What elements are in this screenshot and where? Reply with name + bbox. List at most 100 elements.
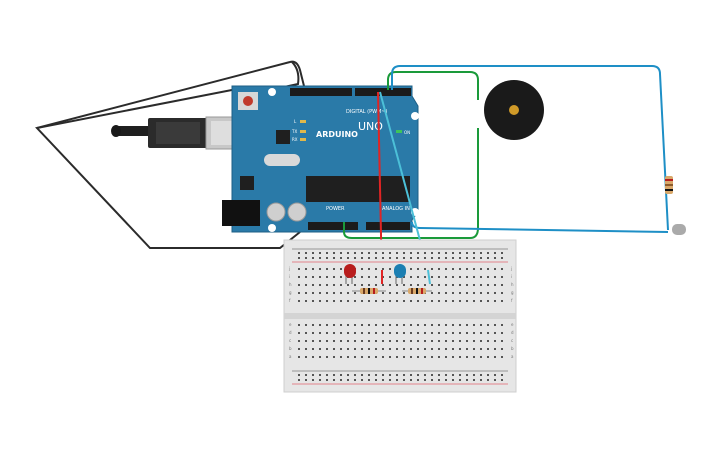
breadboard-hole[interactable] — [368, 348, 370, 350]
breadboard-hole[interactable] — [347, 332, 349, 334]
breadboard-hole[interactable] — [487, 300, 489, 302]
breadboard-hole[interactable] — [298, 268, 300, 270]
breadboard-hole[interactable] — [487, 252, 489, 254]
breadboard-hole[interactable] — [438, 332, 440, 334]
breadboard-hole[interactable] — [333, 379, 335, 381]
breadboard-hole[interactable] — [326, 292, 328, 294]
breadboard-hole[interactable] — [501, 356, 503, 358]
breadboard-hole[interactable] — [326, 374, 328, 376]
breadboard-hole[interactable] — [389, 257, 391, 259]
breadboard-hole[interactable] — [445, 348, 447, 350]
breadboard-hole[interactable] — [305, 300, 307, 302]
breadboard-hole[interactable] — [298, 252, 300, 254]
breadboard-hole[interactable] — [326, 276, 328, 278]
breadboard-hole[interactable] — [431, 379, 433, 381]
resistor-right[interactable] — [665, 176, 673, 194]
breadboard-hole[interactable] — [417, 276, 419, 278]
breadboard-hole[interactable] — [424, 356, 426, 358]
breadboard-hole[interactable] — [368, 324, 370, 326]
breadboard-hole[interactable] — [445, 284, 447, 286]
breadboard-hole[interactable] — [431, 268, 433, 270]
breadboard-hole[interactable] — [312, 300, 314, 302]
breadboard-hole[interactable] — [347, 348, 349, 350]
piezo-buzzer[interactable] — [484, 80, 544, 140]
breadboard-hole[interactable] — [431, 348, 433, 350]
breadboard-hole[interactable] — [466, 332, 468, 334]
wire-blue-bottom[interactable] — [411, 221, 669, 233]
breadboard-hole[interactable] — [487, 324, 489, 326]
breadboard-hole[interactable] — [368, 257, 370, 259]
breadboard-hole[interactable] — [312, 268, 314, 270]
breadboard-hole[interactable] — [354, 324, 356, 326]
breadboard-hole[interactable] — [452, 356, 454, 358]
breadboard-hole[interactable] — [487, 292, 489, 294]
breadboard-hole[interactable] — [305, 356, 307, 358]
breadboard-hole[interactable] — [382, 252, 384, 254]
breadboard-hole[interactable] — [466, 348, 468, 350]
breadboard-hole[interactable] — [389, 276, 391, 278]
wire-blue-right[interactable] — [391, 65, 669, 231]
breadboard-hole[interactable] — [494, 379, 496, 381]
breadboard-hole[interactable] — [347, 257, 349, 259]
breadboard-hole[interactable] — [326, 379, 328, 381]
breadboard-hole[interactable] — [480, 292, 482, 294]
breadboard-hole[interactable] — [403, 324, 405, 326]
breadboard-hole[interactable] — [452, 276, 454, 278]
breadboard-hole[interactable] — [319, 252, 321, 254]
breadboard-hole[interactable] — [487, 332, 489, 334]
breadboard-hole[interactable] — [382, 332, 384, 334]
breadboard-hole[interactable] — [466, 356, 468, 358]
breadboard-hole[interactable] — [452, 252, 454, 254]
breadboard-hole[interactable] — [501, 374, 503, 376]
breadboard-hole[interactable] — [452, 257, 454, 259]
breadboard-hole[interactable] — [382, 284, 384, 286]
breadboard-hole[interactable] — [382, 300, 384, 302]
breadboard-hole[interactable] — [466, 292, 468, 294]
breadboard-hole[interactable] — [417, 268, 419, 270]
breadboard-hole[interactable] — [459, 252, 461, 254]
breadboard-hole[interactable] — [382, 379, 384, 381]
breadboard-hole[interactable] — [375, 332, 377, 334]
breadboard-hole[interactable] — [326, 257, 328, 259]
breadboard-hole[interactable] — [382, 324, 384, 326]
breadboard-hole[interactable] — [312, 257, 314, 259]
breadboard-hole[interactable] — [445, 276, 447, 278]
breadboard-hole[interactable] — [438, 284, 440, 286]
breadboard-hole[interactable] — [417, 379, 419, 381]
breadboard-hole[interactable] — [333, 300, 335, 302]
breadboard-hole[interactable] — [340, 374, 342, 376]
breadboard-hole[interactable] — [368, 300, 370, 302]
breadboard-hole[interactable] — [354, 374, 356, 376]
breadboard-hole[interactable] — [340, 332, 342, 334]
breadboard-hole[interactable] — [494, 332, 496, 334]
breadboard-hole[interactable] — [473, 292, 475, 294]
breadboard-hole[interactable] — [361, 300, 363, 302]
breadboard-hole[interactable] — [424, 268, 426, 270]
breadboard-hole[interactable] — [305, 374, 307, 376]
breadboard-hole[interactable] — [396, 284, 398, 286]
breadboard-hole[interactable] — [375, 374, 377, 376]
breadboard-hole[interactable] — [403, 356, 405, 358]
breadboard-hole[interactable] — [305, 257, 307, 259]
breadboard-hole[interactable] — [298, 324, 300, 326]
breadboard-hole[interactable] — [424, 374, 426, 376]
breadboard-hole[interactable] — [438, 300, 440, 302]
breadboard-hole[interactable] — [480, 276, 482, 278]
breadboard-hole[interactable] — [312, 356, 314, 358]
breadboard-hole[interactable] — [396, 356, 398, 358]
breadboard-hole[interactable] — [368, 340, 370, 342]
breadboard-hole[interactable] — [431, 276, 433, 278]
breadboard-hole[interactable] — [326, 324, 328, 326]
breadboard-hole[interactable] — [473, 276, 475, 278]
breadboard-hole[interactable] — [473, 340, 475, 342]
wire-black-top[interactable] — [36, 60, 305, 129]
breadboard-hole[interactable] — [452, 340, 454, 342]
breadboard-hole[interactable] — [445, 332, 447, 334]
breadboard-hole[interactable] — [480, 374, 482, 376]
breadboard-hole[interactable] — [403, 252, 405, 254]
breadboard-hole[interactable] — [431, 300, 433, 302]
breadboard-hole[interactable] — [389, 300, 391, 302]
breadboard-hole[interactable] — [480, 268, 482, 270]
breadboard-hole[interactable] — [473, 348, 475, 350]
breadboard-hole[interactable] — [473, 268, 475, 270]
